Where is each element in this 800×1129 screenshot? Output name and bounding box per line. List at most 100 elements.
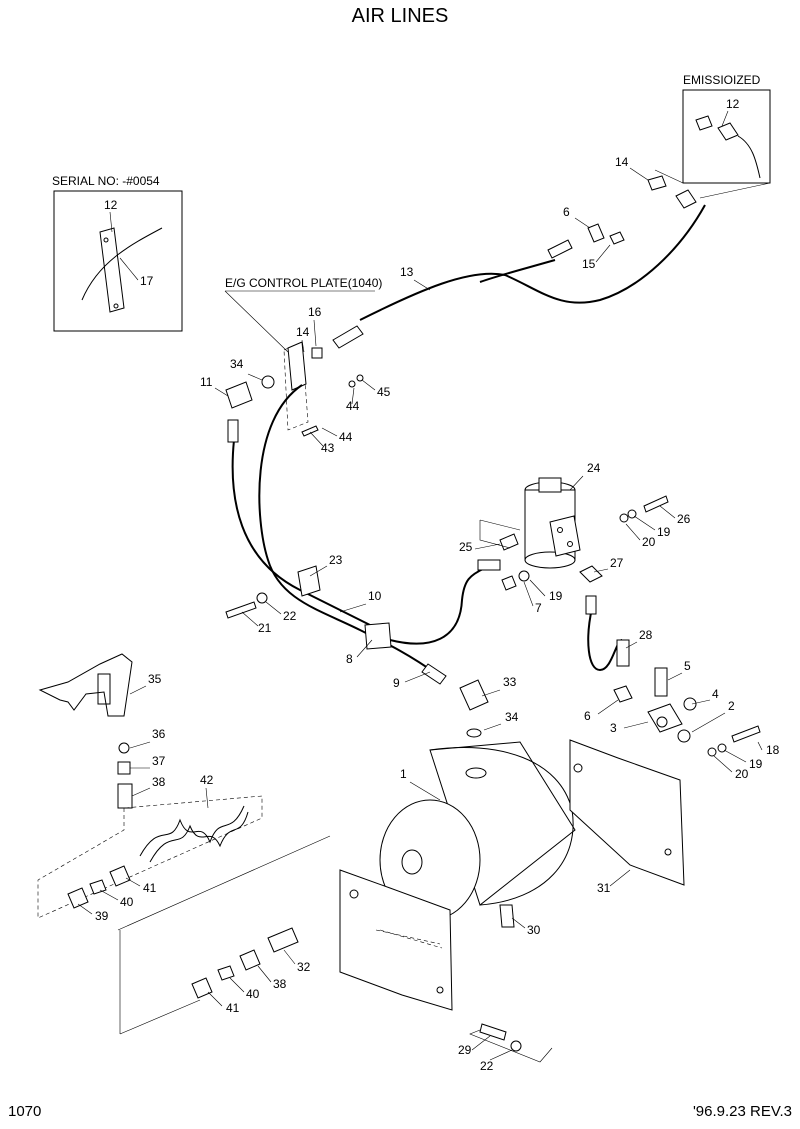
callout-leader-c32 [283, 949, 296, 965]
callout-c21: 21 [258, 621, 272, 635]
callout-leader-c21 [241, 611, 259, 627]
callout-leader-c41b [207, 991, 223, 1007]
page-number: 1070 [8, 1103, 41, 1120]
callout-leader-c34a [247, 373, 263, 381]
callout-leader-c20b [713, 755, 733, 773]
valve-24 [479, 477, 581, 569]
callout-c35: 35 [148, 672, 162, 686]
callout-c33: 33 [503, 675, 517, 689]
callout-c41a: 41 [143, 881, 157, 895]
callout-c14b: 14 [296, 325, 310, 339]
callout-c7: 7 [535, 601, 542, 615]
callout-c16: 16 [308, 305, 322, 319]
callout-c32: 32 [297, 960, 311, 974]
hose-main-loop [258, 384, 439, 676]
callout-leader-c7 [523, 581, 534, 607]
callout-leader-c43 [309, 431, 324, 447]
callout-c11: 11 [200, 375, 213, 389]
callout-leader-c1 [409, 781, 441, 801]
serial-inset-part-12: 12 [104, 198, 118, 212]
callout-c26: 26 [677, 512, 691, 526]
callout-leader-c24 [569, 475, 584, 491]
callout-c5: 5 [684, 659, 691, 673]
callout-c6b: 6 [563, 205, 570, 219]
callout-layer: 1234566789101113141415161819191920202122… [77, 155, 780, 1073]
callout-c40b: 40 [246, 987, 260, 1001]
callout-c44a: 44 [346, 399, 360, 413]
callout-c42: 42 [200, 773, 214, 787]
callout-leader-c19b [529, 579, 546, 597]
callout-c36: 36 [152, 727, 166, 741]
callout-leader-c40a [99, 889, 119, 901]
callout-leader-c4 [691, 699, 711, 705]
callout-leader-c8 [356, 639, 373, 658]
callout-leader-c39 [77, 903, 93, 915]
callout-c25: 25 [459, 540, 473, 554]
callout-leader-c26 [659, 505, 676, 519]
callout-leader-c44a [351, 387, 355, 405]
callout-c34a: 34 [230, 357, 244, 371]
bracket-lower [339, 869, 453, 1011]
page-title: AIR LINES [352, 5, 449, 27]
callout-c2: 2 [728, 699, 735, 713]
callout-leader-c9 [404, 671, 431, 683]
callout-leader-c15 [595, 244, 611, 263]
callout-c10: 10 [368, 589, 382, 603]
callout-leader-c3 [623, 721, 649, 729]
callout-leader-c13 [413, 279, 431, 291]
callout-leader-c41a [125, 877, 141, 887]
callout-leader-c5 [667, 672, 683, 681]
callout-c19b: 19 [549, 589, 563, 603]
callout-leader-c11 [214, 387, 229, 397]
callout-c44b: 44 [339, 430, 353, 444]
callout-c38a: 38 [152, 775, 166, 789]
callout-c22a: 22 [283, 609, 297, 623]
callout-leader-c31 [609, 869, 631, 887]
callout-leader-c20a [625, 523, 641, 541]
callout-leader-c10 [339, 603, 367, 613]
callout-leader-c40b [229, 977, 245, 993]
callout-leader-c14a [629, 167, 649, 181]
callout-c19a: 19 [657, 525, 671, 539]
callout-c14a: 14 [615, 155, 629, 169]
callout-leader-c44b [321, 427, 338, 437]
callout-c19c: 19 [749, 757, 763, 771]
emission-inset-label: EMISSIOIZED [683, 73, 761, 87]
callout-leader-c34b [483, 723, 502, 731]
callout-c15: 15 [582, 257, 596, 271]
callout-leader-c19a [633, 515, 656, 531]
serial-inset-label: SERIAL NO: -#0054 [52, 174, 160, 188]
callout-leader-c38a [131, 787, 151, 797]
callout-leader-c6a [597, 699, 619, 715]
callout-leader-c42 [205, 787, 209, 809]
callout-leader-c22b [489, 1049, 513, 1061]
serial-inset-part-17: 17 [140, 274, 154, 288]
callout-c37: 37 [152, 754, 166, 768]
callout-c22b: 22 [480, 1059, 494, 1073]
callout-leader-c35 [129, 685, 147, 695]
callout-c8: 8 [346, 652, 353, 666]
callout-c43: 43 [321, 441, 335, 455]
callout-c38b: 38 [273, 977, 287, 991]
callout-c41b: 41 [226, 1001, 240, 1015]
callout-c34b: 34 [505, 710, 519, 724]
callout-c31: 31 [597, 881, 611, 895]
callout-leader-c38b [257, 965, 272, 983]
callout-leader-c29 [471, 1035, 491, 1051]
callout-leader-c45 [361, 379, 376, 391]
revision-stamp: '96.9.23 REV.3 [693, 1103, 792, 1120]
callout-c40a: 40 [120, 895, 134, 909]
callout-leader-c30 [511, 917, 526, 929]
bracket-31 [569, 739, 685, 886]
callout-c27: 27 [610, 556, 624, 570]
callout-c24: 24 [587, 461, 601, 475]
blow-gun-35 [38, 653, 133, 717]
eg-control-plate-label: E/G CONTROL PLATE(1040) [225, 276, 382, 290]
callout-c45: 45 [377, 385, 391, 399]
callout-leader-c27 [593, 568, 609, 573]
callout-leader-c19c [723, 749, 747, 763]
callout-c13: 13 [400, 265, 414, 279]
manifold [613, 667, 761, 757]
callout-c6a: 6 [584, 709, 591, 723]
callout-c9: 9 [393, 676, 400, 690]
